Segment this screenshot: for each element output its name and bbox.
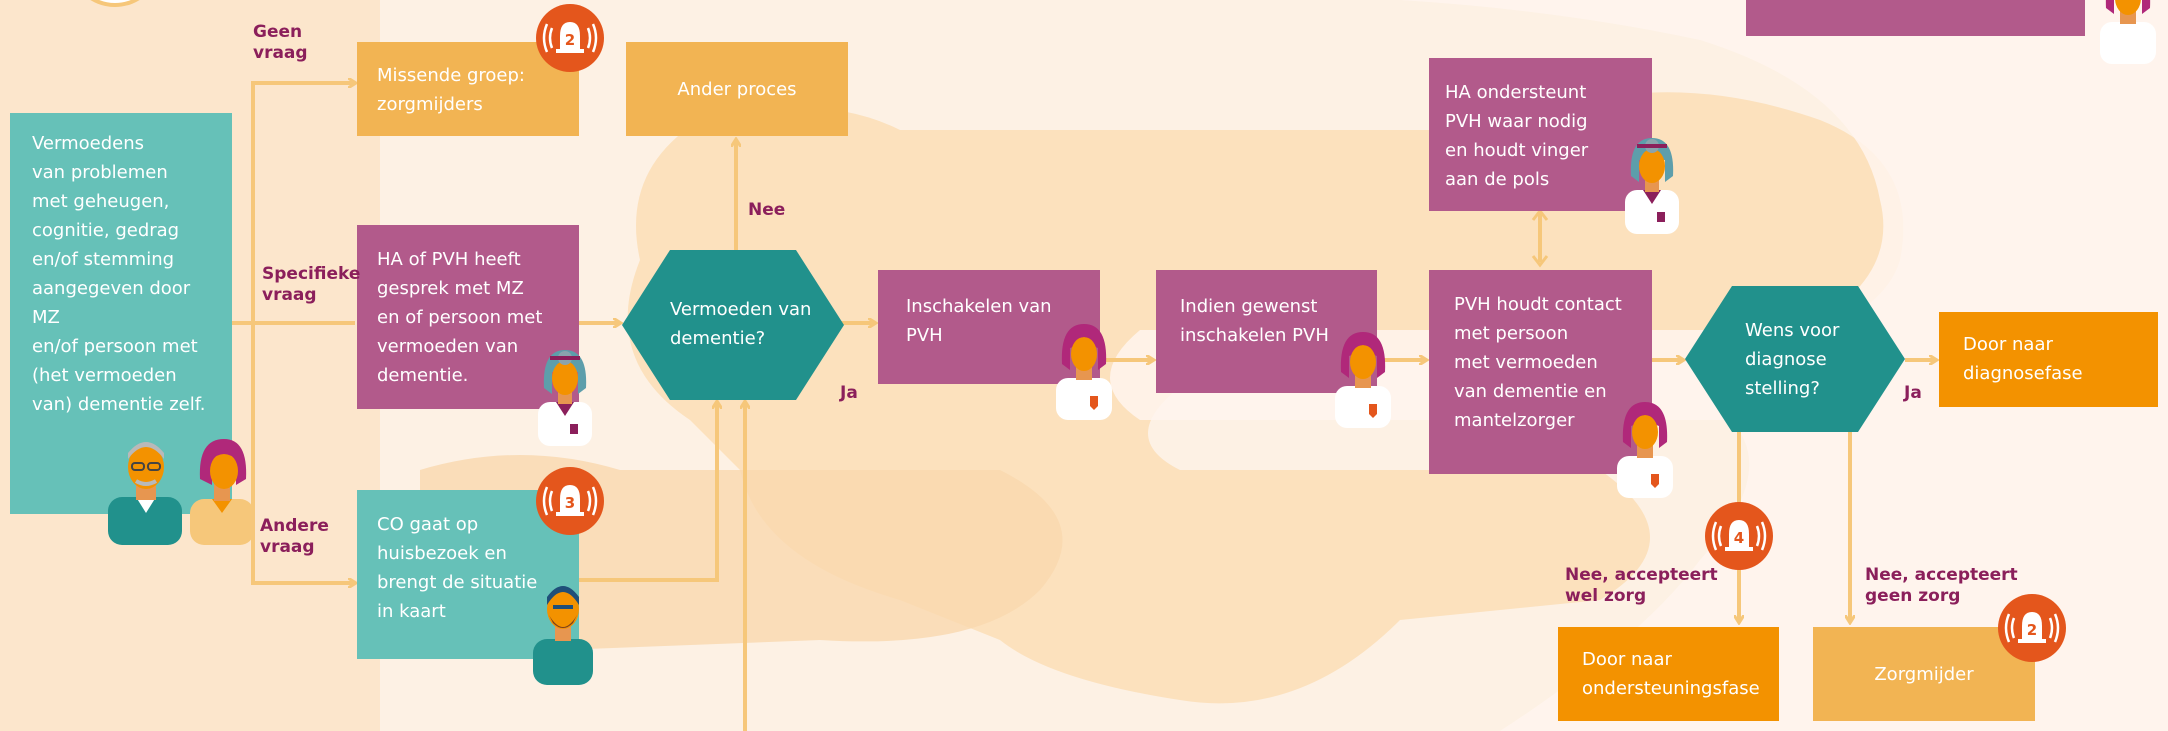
alarm-bell-icon: 2 <box>1998 594 2066 662</box>
label-no: Nee <box>748 200 786 220</box>
start-box: Vermoedens van problemen met geheugen, c… <box>10 113 232 514</box>
to-diagnosis-box: Door naar diagnosefase <box>1939 312 2158 407</box>
nurse-icon <box>1335 332 1391 428</box>
co-visit-box: CO gaat op huisbezoek en brengt de situa… <box>357 490 579 659</box>
decorative-circle <box>90 0 140 7</box>
to-support-box: Door naar ondersteuningsfase <box>1558 627 1779 721</box>
badge-number-accepts-care: 4 <box>1734 529 1744 547</box>
wants-diagnosis-hexagon <box>1685 286 1905 432</box>
partial-box-top-right <box>1746 0 2085 36</box>
badge-number-avoider: 2 <box>2027 621 2037 639</box>
label-no-accepts-no-care: Nee, accepteert geen zorg <box>1865 565 2018 606</box>
bearded-man-icon <box>533 586 593 685</box>
badge-number-co-visit: 3 <box>565 494 575 512</box>
badge-number-missing-group: 2 <box>565 31 575 49</box>
suspect-dementia-hexagon <box>622 250 844 400</box>
suspect-dementia-text: Vermoeden van dementie? <box>670 299 812 349</box>
avoider-box: Zorgmijder <box>1813 627 2035 721</box>
alarm-bell-icon: 4 <box>1705 502 1773 570</box>
pvh-contact-box: PVH houdt contact met persoon met vermoe… <box>1429 270 1652 474</box>
woman-icon <box>190 439 254 545</box>
nurse-icon <box>1617 402 1673 498</box>
elderly-man-icon <box>108 442 182 545</box>
doctor-icon <box>1625 138 1679 234</box>
alarm-bell-icon: 2 <box>536 4 604 72</box>
wants-diagnosis-text: Wens voor diagnose stelling? <box>1745 320 1840 399</box>
doctor-icon <box>538 350 592 446</box>
nurse-icon <box>2100 0 2156 64</box>
optional-pvh-box: Indien gewenst inschakelen PVH <box>1156 270 1377 393</box>
missing-group-box: Missende groep: zorgmijders <box>357 42 579 136</box>
label-yes-1: Ja <box>840 383 858 403</box>
alarm-bell-icon: 3 <box>536 467 604 535</box>
label-no-question: Geen vraag <box>253 22 308 63</box>
label-no-accepts-care: Nee, accepteert wel zorg <box>1565 565 1718 606</box>
nurse-icon <box>1056 324 1112 420</box>
label-yes-2: Ja <box>1904 383 1922 403</box>
label-other-question: Andere vraag <box>260 516 329 557</box>
label-specific-question: Specifieke vraag <box>262 264 361 305</box>
ha-pvh-talk-box: HA of PVH heeft gesprek met MZ en of per… <box>357 225 579 409</box>
ha-support-box: HA ondersteunt PVH waar nodig en houdt v… <box>1429 58 1652 211</box>
engage-pvh-box: Inschakelen van PVH <box>878 270 1100 384</box>
other-process-box: Ander proces <box>626 42 848 136</box>
